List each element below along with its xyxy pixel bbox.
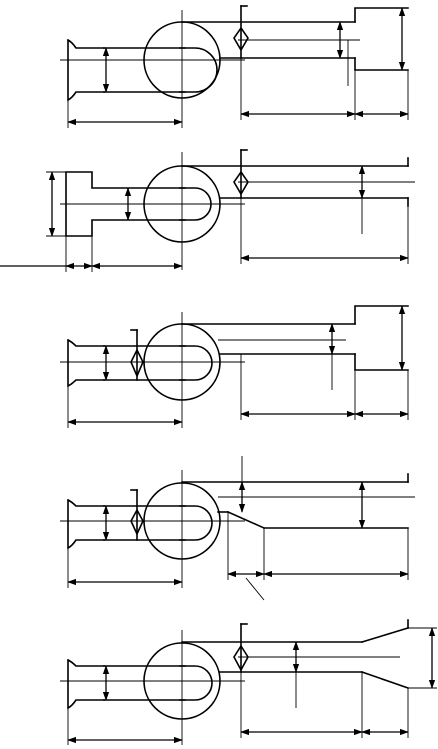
panel-2 xyxy=(0,149,415,272)
damper-icon xyxy=(233,170,249,196)
damper-icon xyxy=(130,508,144,536)
damper-icon xyxy=(233,26,249,52)
damper-icon xyxy=(130,348,144,379)
diffuser-transition xyxy=(226,510,266,530)
step-expansion-top xyxy=(354,7,409,23)
taper-expansion-bottom xyxy=(360,670,410,690)
panel-5 xyxy=(60,619,437,745)
bellmouth-inlet xyxy=(66,498,105,550)
damper-icon xyxy=(233,644,249,672)
inlet-loop xyxy=(179,47,218,93)
leader-line xyxy=(245,577,265,601)
bellmouth-inlet xyxy=(66,658,105,710)
step-expansion-bottom xyxy=(354,57,409,71)
bellmouth-inlet xyxy=(66,38,105,102)
bellmouth-inlet xyxy=(66,338,105,388)
panel-1 xyxy=(60,5,409,128)
panel-4 xyxy=(60,456,415,601)
taper-expansion-top xyxy=(361,627,409,643)
panel-3 xyxy=(60,305,409,428)
